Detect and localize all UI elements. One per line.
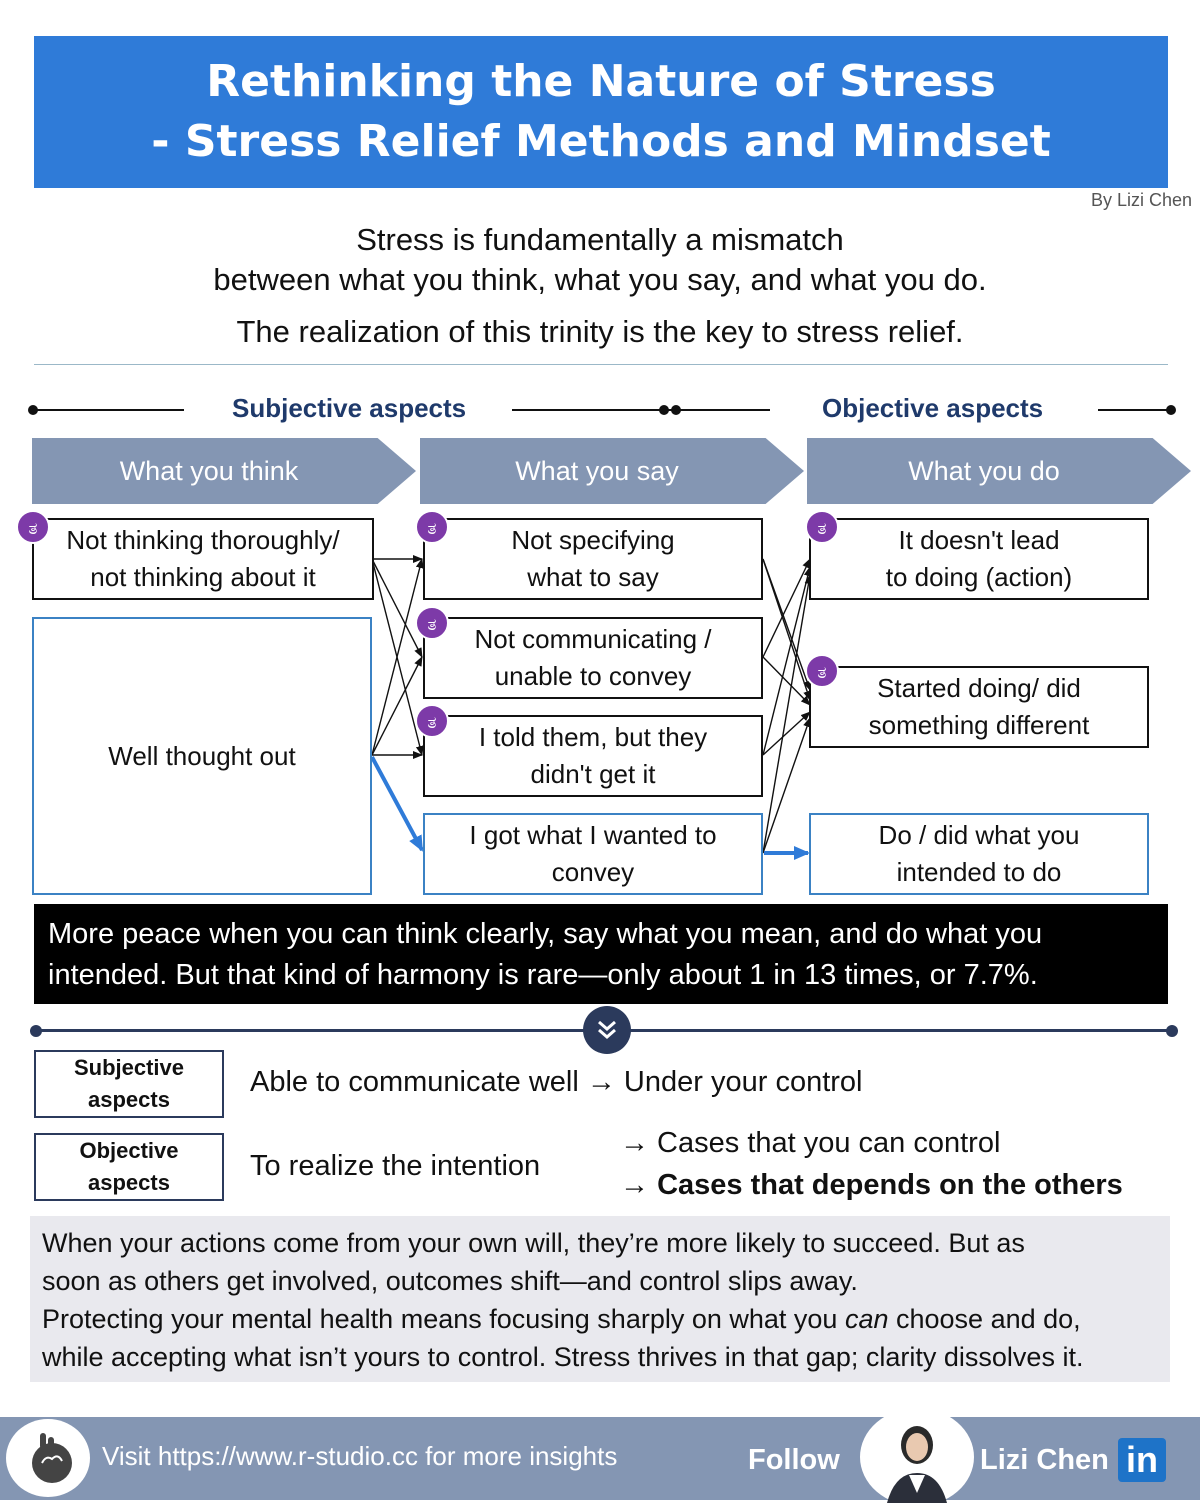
title-line2: - Stress Relief Methods and Mindset [151,116,1051,167]
author-name: Lizi Chen [980,1444,1109,1476]
stressed-face-icon: ತ [805,510,839,544]
subjective-aspects-label: Subjective aspects [232,393,467,423]
intro-line1: Stress is fundamentally a mismatch [356,222,844,257]
objective-case-others: → Cases that depends on the others [620,1169,1123,1201]
author-avatar [860,1408,974,1506]
intro-line3: The realization of this trinity is the k… [236,314,964,349]
timeline-dot [28,405,38,415]
brain-hand-logo-icon [6,1419,90,1497]
timeline-dot [659,405,669,415]
column-header-think: What you think [32,438,416,504]
title-line1: Rethinking the Nature of Stress [206,56,996,107]
objective-aspects-label: Objective aspects [822,393,1044,423]
timeline-line [1098,409,1170,411]
conclusion-box: When your actions come from your own wil… [30,1216,1170,1382]
stressed-face-icon: ತ [415,606,449,640]
timeline-dot [1166,405,1176,415]
footer-bar [0,1417,1200,1500]
double-chevron-down-icon [583,1006,631,1054]
stressed-face-icon: ತ [415,704,449,738]
linkedin-icon[interactable]: in [1118,1438,1166,1482]
column-header-say: What you say [420,438,804,504]
byline: By Lizi Chen [1090,190,1192,210]
divider-dot [30,1025,42,1037]
think-box-well-thought-out: Well thought out [32,617,372,895]
say-box-not-communicating: Not communicating /unable to convey [423,617,763,699]
divider-dot [1166,1025,1178,1037]
objective-statement: To realize the intention [250,1150,541,1182]
stressed-face-icon: ತ [415,510,449,544]
title-banner: Rethinking the Nature of Stress - Stress… [34,36,1168,188]
timeline-line [34,409,184,411]
objective-case-control: → Cases that you can control [620,1127,1001,1159]
intro-line2: between what you think, what you say, an… [213,262,987,297]
stressed-face-icon: ತ [16,510,50,544]
stressed-face-icon: ತ [805,654,839,688]
divider [34,364,1168,365]
follow-label: Follow [748,1444,840,1476]
think-box-not-thinking: Not thinking thoroughly/not thinking abo… [32,518,374,600]
visit-website-link[interactable]: Visit https://www.r-studio.cc for more i… [102,1441,618,1471]
subjective-statement: Able to communicate well → Under your co… [250,1066,863,1098]
column-header-do: What you do [807,438,1191,504]
harmony-highlight: More peace when you can think clearly, s… [34,904,1168,1004]
timeline-dot [671,405,681,415]
timeline-line [512,409,770,411]
